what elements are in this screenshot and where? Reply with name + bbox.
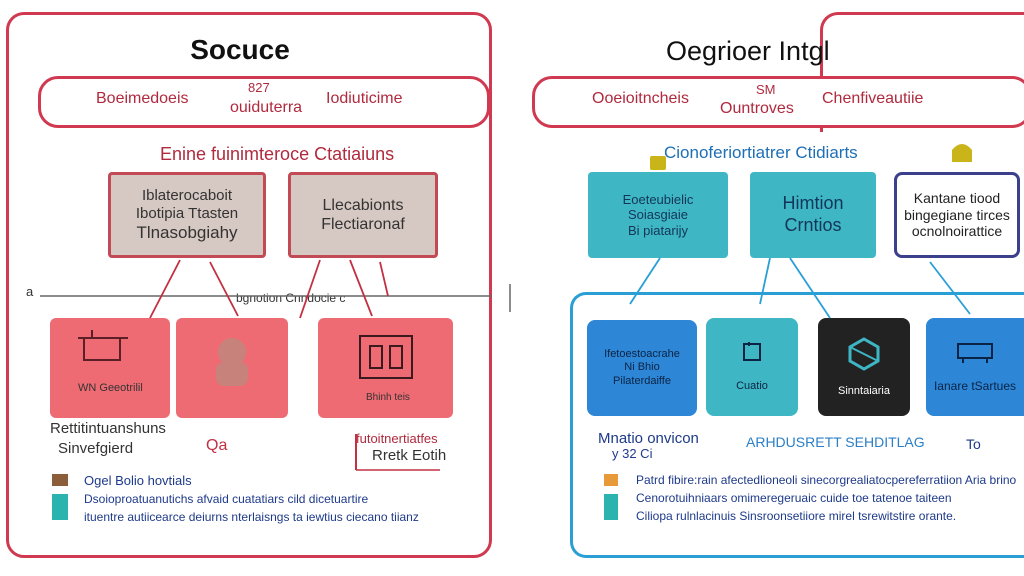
box-line: Sinntaiaria [838, 384, 890, 397]
left-gray-box-2: Llecabionts Flectiaronaf [288, 172, 438, 258]
left-arrow [149, 259, 181, 319]
left-pill-right-text: Iodiuticime [326, 90, 403, 107]
right-caption-2: y 32 Ci [612, 446, 653, 461]
right-caption-1: Mnatio onvicon [598, 430, 699, 447]
left-caption-1: Rettitintuanshuns [50, 420, 166, 437]
box-line: Llecabionts [322, 196, 404, 214]
box-line: Tlnasobgiahy [136, 222, 238, 242]
right-caption-mid: ARHDUSRETT SEHDITLAG [746, 434, 925, 450]
left-red-box-3 [318, 318, 453, 418]
box-line: Crntios [784, 215, 842, 235]
right-subtitle: Cionoferiortiatrer Ctidiarts [664, 143, 858, 162]
left-red-box-1-caption: WN Geeotrilil [78, 382, 143, 394]
box-line: Cuatio [736, 379, 768, 392]
box-line: Ifetoestoacrahe [604, 348, 680, 361]
cube-icon [846, 336, 882, 376]
left-red-box-1 [50, 318, 170, 418]
left-arrow [379, 261, 389, 297]
box-line: ocnolnoirattice [911, 223, 1003, 240]
left-margin-mark: a [26, 284, 34, 299]
right-box-teal: Cuatio [706, 318, 798, 416]
left-small-mark: Qa [206, 437, 228, 454]
box-line: Ianare tSartues [933, 378, 1017, 393]
left-legend-title: Ogel Bolio hovtials [84, 473, 192, 488]
left-caption-right-1: futoitnertiatfes [356, 431, 438, 446]
machine-icon [359, 335, 413, 379]
left-caption-right-2: Rretk Eotih [372, 447, 447, 464]
left-gray-box-1: Iblaterocaboit Ibotipia Ttasten Tlnasobg… [108, 172, 266, 258]
left-arrow [209, 261, 239, 317]
left-arrow [349, 259, 373, 317]
right-arrow [789, 257, 831, 319]
device-icon [955, 341, 995, 368]
box-line: Iblaterocaboit [141, 186, 233, 204]
left-subtitle: Enine fuinimteroce Ctatiaiuns [160, 144, 395, 164]
right-box-blue-2: Ianare tSartues [926, 318, 1024, 416]
left-connector-label: bgnotion Cnndocie c [236, 291, 346, 305]
right-pill-left-text: Ooeioitncheis [592, 90, 689, 107]
right-outline-box: Kantane tiood bingegiane tirces ocnolnoi… [894, 172, 1020, 258]
legend-swatch-orange [604, 474, 618, 486]
right-panel-title: Oegrioer Intgl [666, 36, 830, 66]
right-legend-line-3: Ciliopa rulnlacinuis Sinsroonsetiiore mi… [636, 509, 957, 523]
right-caption-right: To [966, 436, 981, 452]
left-legend-line-1: Dsoioproatuanutichs afvaid cuatatiars ci… [84, 492, 369, 506]
box-line: Eoeteubielic [622, 191, 694, 207]
box-line: Himtion [782, 193, 844, 214]
box-line: Ibotipia Ttasten [135, 204, 239, 222]
right-legend-line-2: Cenorotuihniaars omimeregeruaic cuide to… [636, 491, 952, 505]
right-top-frame [820, 12, 1024, 132]
left-caption-2: Sinvefgierd [58, 440, 134, 457]
right-bottom-frame [570, 292, 1024, 558]
box-line: Bi piatarijy [628, 222, 688, 238]
right-teal-box-2: Himtion Crntios [750, 172, 876, 258]
right-box-blue-1: Ifetoestoacrahe Ni Bhio Pilaterdaiffe [587, 320, 697, 416]
right-header-pill [532, 76, 1024, 128]
right-arrow [929, 261, 971, 315]
cup-icon [952, 144, 972, 162]
right-pill-mid-top-text: SM [756, 82, 776, 97]
right-pill-right-text: Chenfiveautiie [822, 90, 924, 107]
left-arrow [299, 259, 321, 319]
figure-icon [216, 338, 248, 386]
box-line: Soiasgiaie [628, 207, 688, 223]
left-panel [6, 12, 492, 558]
left-pill-left-text: Boeimedoeis [96, 90, 189, 107]
left-header-pill [38, 76, 490, 128]
box-line: bingegiane tirces [904, 206, 1010, 223]
left-legend-line-2: ituentre autiicearce deiurns nterlaisngs… [84, 510, 419, 524]
right-pill-mid-text: Ountroves [720, 100, 794, 117]
box-line: Pilaterdaiffe [613, 374, 671, 387]
pot-icon [78, 330, 128, 361]
legend-swatch-teal-2 [604, 494, 618, 520]
left-panel-title: Socuce [190, 34, 290, 65]
legend-swatch-brown [52, 474, 68, 486]
right-teal-box-1: Eoeteubielic Soiasgiaie Bi piatarijy [588, 172, 728, 258]
frame-icon [741, 341, 763, 367]
right-arrow [629, 257, 661, 305]
box-line: Flectiaronaf [321, 216, 405, 233]
right-arrow [759, 257, 771, 305]
right-legend-line-1: Patrd fibire:rain afectedlioneoli sineco… [636, 473, 1017, 487]
right-box-dark: Sinntaiaria [818, 318, 910, 416]
left-pill-mid-top-text: 827 [248, 80, 270, 95]
left-pill-mid-text: ouiduterra [230, 99, 303, 116]
box-line: Ni Bhio [624, 361, 660, 374]
legend-swatch-teal [52, 494, 68, 520]
box-line: Kantane tiood [913, 189, 1001, 206]
left-red-box-3-caption: Bhinh teis [366, 392, 410, 403]
cup-icon [650, 156, 666, 170]
